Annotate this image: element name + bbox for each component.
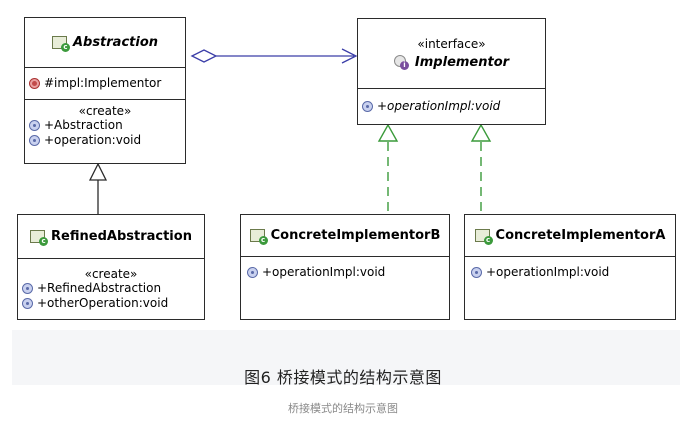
class-name: ConcreteImplementorA <box>495 228 666 243</box>
class-icon: c <box>249 229 268 245</box>
class-name: Abstraction <box>72 35 159 50</box>
create-stereotype: «create» <box>78 104 132 118</box>
class-header: «interface» i Implementor <box>358 19 545 89</box>
field-label: #impl:Implementor <box>44 76 162 90</box>
method-row: +operation:void <box>29 133 181 148</box>
fields-section: #impl:Implementor <box>25 68 185 100</box>
class-name: ConcreteImplementorB <box>270 228 441 243</box>
generalization-connector <box>88 162 108 214</box>
realization-connector-b <box>377 123 399 214</box>
field-row: #impl:Implementor <box>29 76 161 91</box>
class-header: c RefinedAbstraction <box>18 215 204 259</box>
class-icon: c <box>474 229 493 245</box>
class-abstraction[interactable]: c Abstraction #impl:Implementor «create»… <box>24 17 186 164</box>
interface-stereotype: «interface» <box>417 37 486 51</box>
methods-section: «create» +Abstraction +operation:void <box>25 100 185 150</box>
methods-section: +operationImpl:void <box>358 89 545 124</box>
create-stereotype: «create» <box>84 267 138 281</box>
public-method-icon <box>22 298 33 309</box>
association-arrowhead <box>341 48 358 64</box>
method-label: +operationImpl:void <box>377 99 501 113</box>
realization-arrowhead-b <box>377 123 399 142</box>
methods-section: +operationImpl:void <box>241 257 449 282</box>
class-header: c Abstraction <box>25 18 185 68</box>
protected-field-icon <box>29 78 40 89</box>
method-label: +operationImpl:void <box>262 265 386 279</box>
public-method-icon <box>247 267 258 278</box>
public-method-icon <box>471 267 482 278</box>
class-icon: c <box>30 230 49 246</box>
method-row: +operationImpl:void <box>362 99 500 114</box>
interface-implementor[interactable]: «interface» i Implementor +operationImpl… <box>357 18 546 125</box>
method-row: +RefinedAbstraction <box>22 281 200 296</box>
methods-section: +operationImpl:void <box>465 257 675 282</box>
realization-connector-a <box>470 123 492 214</box>
aggregation-diamond <box>190 49 218 63</box>
public-method-icon <box>22 283 33 294</box>
image-caption: 桥接模式的结构示意图 <box>288 402 398 415</box>
method-label: +operationImpl:void <box>486 265 610 279</box>
method-row: +operationImpl:void <box>471 265 671 280</box>
method-label: +RefinedAbstraction <box>37 281 162 295</box>
class-header: c ConcreteImplementorA <box>465 215 675 257</box>
method-row: +otherOperation:void <box>22 296 200 311</box>
public-method-icon <box>362 101 373 112</box>
class-header: c ConcreteImplementorB <box>241 215 449 257</box>
class-name: RefinedAbstraction <box>51 229 192 244</box>
public-method-icon <box>29 120 40 131</box>
method-label: +Abstraction <box>44 118 123 132</box>
public-method-icon <box>29 135 40 146</box>
realization-arrowhead-a <box>470 123 492 142</box>
method-label: +operation:void <box>44 133 142 147</box>
method-label: +otherOperation:void <box>37 296 169 310</box>
class-concrete-implementor-a[interactable]: c ConcreteImplementorA +operationImpl:vo… <box>464 214 676 320</box>
class-refined-abstraction[interactable]: c RefinedAbstraction «create» +RefinedAb… <box>17 214 205 320</box>
methods-section: «create» +RefinedAbstraction +otherOpera… <box>18 259 204 313</box>
method-row: +operationImpl:void <box>247 265 445 280</box>
aggregation-connector <box>190 48 358 64</box>
class-icon: c <box>51 36 70 52</box>
generalization-arrowhead <box>88 162 108 181</box>
interface-icon: i <box>393 55 409 70</box>
interface-name: Implementor <box>414 55 510 70</box>
figure-caption: 图6 桥接模式的结构示意图 <box>244 368 442 387</box>
class-concrete-implementor-b[interactable]: c ConcreteImplementorB +operationImpl:vo… <box>240 214 450 320</box>
method-row: +Abstraction <box>29 118 181 133</box>
